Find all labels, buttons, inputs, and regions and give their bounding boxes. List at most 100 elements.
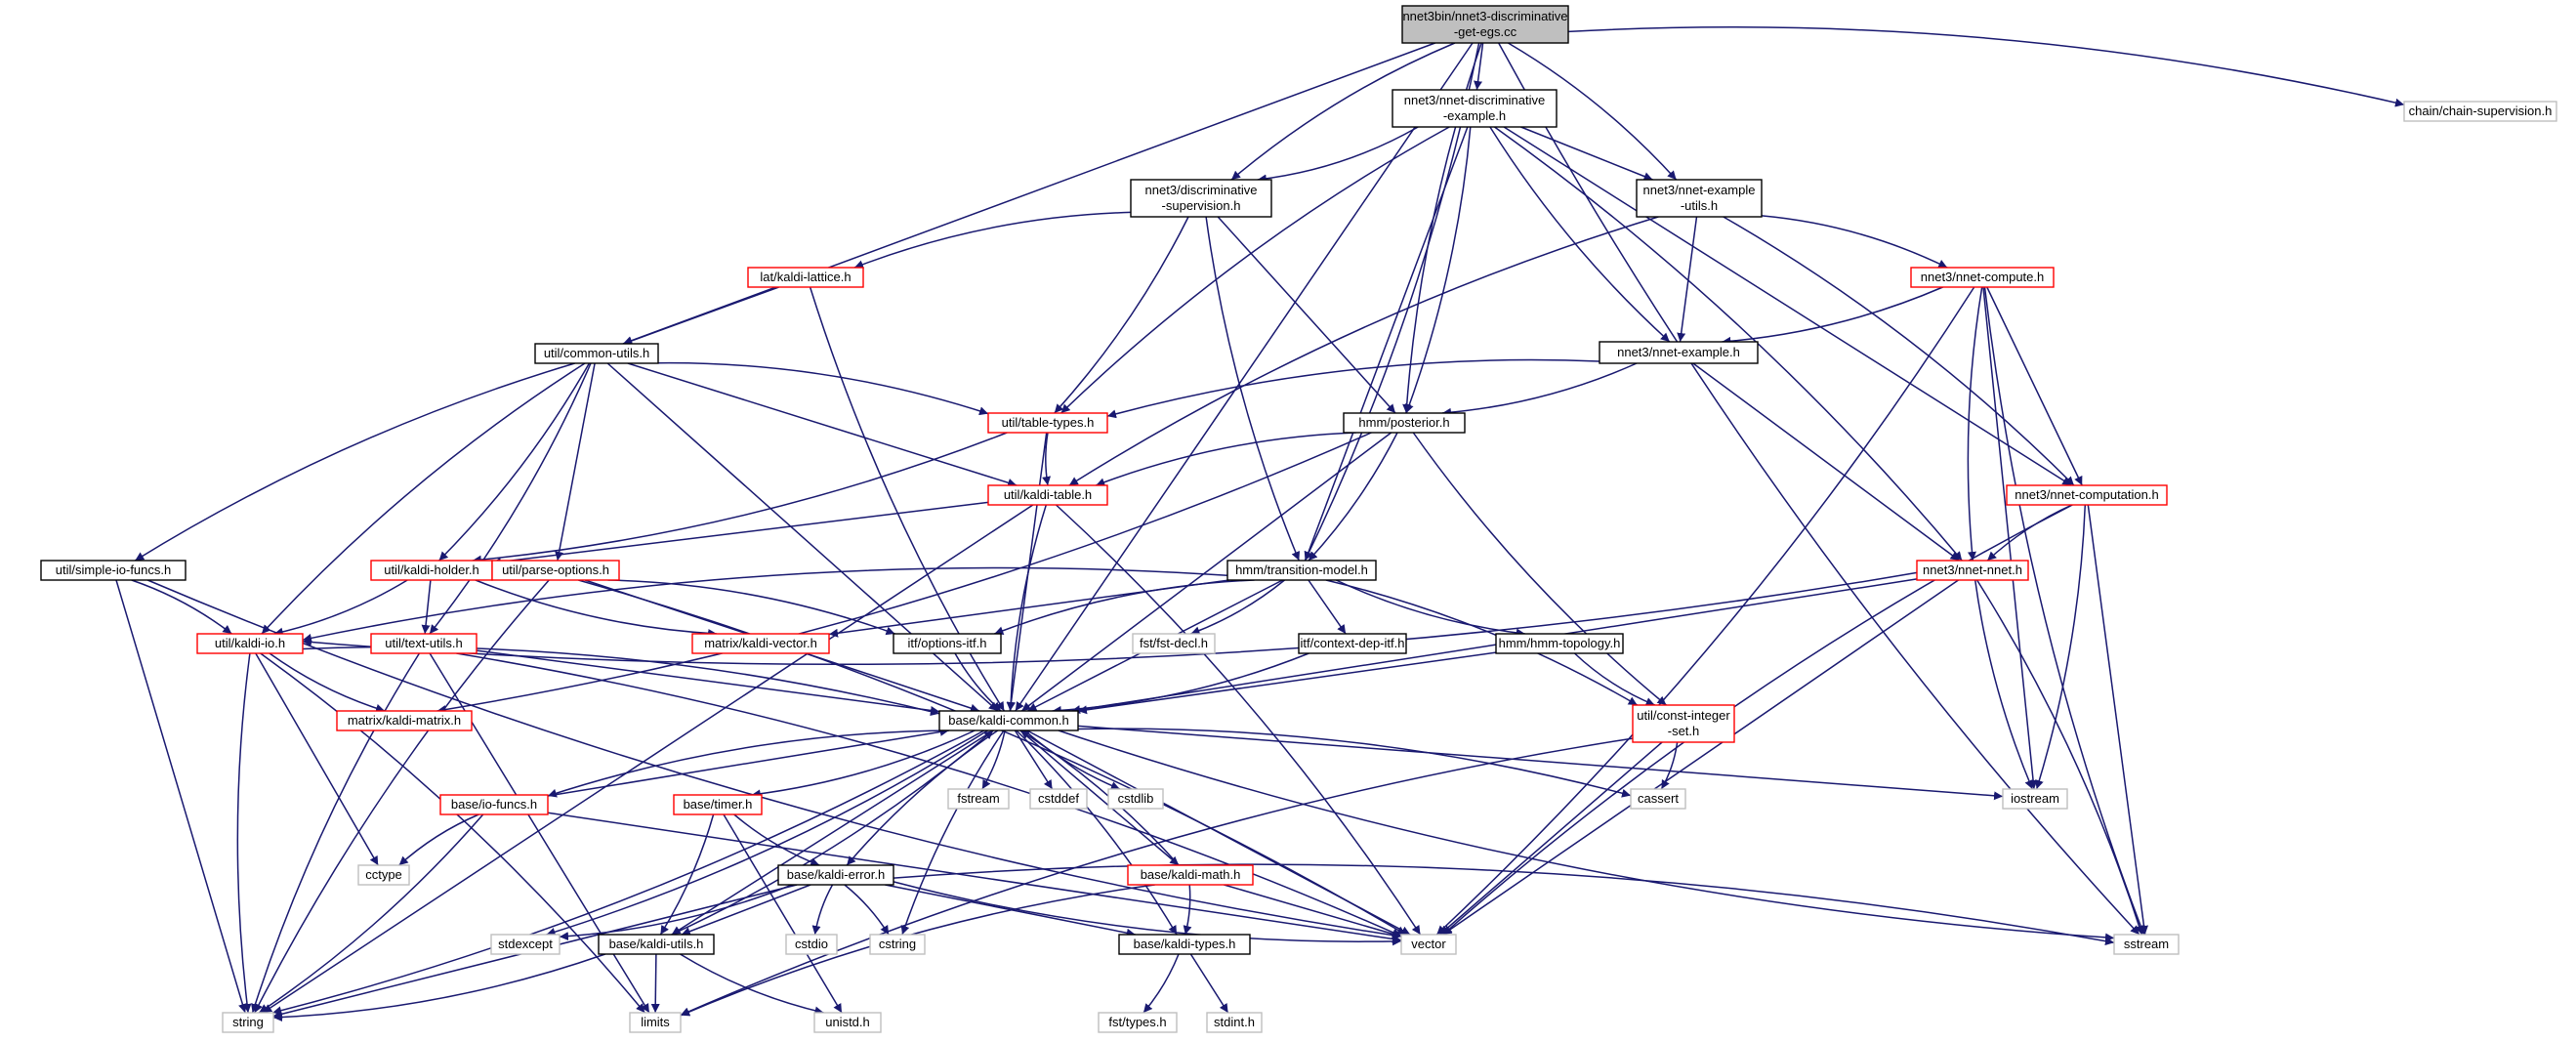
node-cd-box — [1298, 633, 1407, 654]
edge-dsup-to-tm — [1205, 216, 1301, 562]
edge-post-to-tm — [1308, 432, 1398, 562]
node-post[interactable]: hmm/posterior.h — [1343, 412, 1466, 434]
node-ht-box — [1495, 633, 1624, 654]
node-nn-box — [1916, 560, 2029, 581]
node-post-box — [1343, 412, 1466, 434]
edge-post-to-cis — [1412, 432, 1667, 706]
node-kv[interactable]: matrix/kaldi-vector.h — [691, 633, 830, 654]
node-vector: vector — [1400, 934, 1457, 955]
node-ht[interactable]: hmm/hmm-topology.h — [1495, 633, 1624, 654]
edge-kio-to-limits — [260, 652, 645, 1014]
node-po-box — [491, 560, 620, 581]
node-cis-box — [1632, 704, 1735, 743]
node-cstddef-label: cstddef — [1038, 791, 1079, 806]
node-km-label: matrix/kaldi-matrix.h — [348, 713, 461, 728]
edge-ncomputation-to-vector — [1442, 504, 2073, 936]
node-root[interactable]: nnet3bin/nnet3-discriminative-get-egs.cc — [1401, 5, 1569, 44]
edge-root-to-kc — [1015, 42, 1474, 712]
edge-cu-to-kt — [627, 362, 1018, 487]
node-kty[interactable]: base/kaldi-types.h — [1118, 934, 1251, 955]
node-tu[interactable]: util/text-utils.h — [370, 633, 478, 654]
edge-cis-to-vector — [1439, 741, 1663, 936]
node-tm-label: hmm/transition-model.h — [1235, 563, 1368, 577]
node-fd-label: fst/fst-decl.h — [1140, 636, 1208, 650]
node-oi[interactable]: itf/options-itf.h — [893, 633, 1002, 654]
node-kh[interactable]: util/kaldi-holder.h — [370, 560, 493, 581]
edge-ke-to-stdexcept — [559, 884, 793, 941]
node-ncomputation[interactable]: nnet3/nnet-computation.h — [2006, 484, 2168, 506]
edge-nde-to-tt — [1060, 126, 1450, 414]
node-dsup-label: nnet3/discriminative — [1145, 183, 1258, 197]
node-cstdio: cstdio — [785, 934, 838, 955]
node-sstream-label: sstream — [2124, 937, 2169, 951]
node-tu-box — [370, 633, 478, 654]
node-nde-label: -example.h — [1443, 108, 1506, 123]
edge-kt-to-kc — [1006, 504, 1048, 712]
node-oi-label: itf/options-itf.h — [908, 636, 987, 650]
edge-iof-to-cctype — [398, 813, 479, 866]
edge-po-to-oi — [607, 579, 895, 636]
edge-kio-to-cctype — [255, 652, 379, 866]
node-ku[interactable]: base/kaldi-utils.h — [598, 934, 715, 955]
edge-cu-to-kc — [606, 362, 999, 712]
edge-kt-to-kh — [491, 501, 989, 566]
edge-kc-to-iostream — [1077, 725, 2004, 801]
node-ncomp-label: nnet3/nnet-compute.h — [1921, 270, 2044, 284]
edge-ke-to-ku — [681, 884, 811, 936]
node-kc-box — [938, 710, 1079, 731]
edge-post-to-km — [436, 432, 1372, 714]
dependency-edges — [115, 26, 2405, 1022]
node-ncomputation-label: nnet3/nnet-computation.h — [2015, 487, 2158, 502]
node-kt[interactable]: util/kaldi-table.h — [987, 484, 1108, 506]
edge-cu-to-kio — [261, 362, 586, 635]
node-fstream-box — [947, 788, 1010, 810]
edge-kc-to-kty — [1016, 729, 1178, 936]
node-iof[interactable]: base/io-funcs.h — [439, 794, 549, 815]
node-neu[interactable]: nnet3/nnet-example-utils.h — [1636, 179, 1763, 218]
node-nn[interactable]: nnet3/nnet-nnet.h — [1916, 560, 2029, 581]
node-kc[interactable]: base/kaldi-common.h — [938, 710, 1079, 731]
edge-nn-to-kio — [302, 571, 1918, 666]
edge-kc-to-iof — [547, 729, 949, 798]
node-tt[interactable]: util/table-types.h — [987, 412, 1108, 434]
node-tm[interactable]: hmm/transition-model.h — [1226, 560, 1377, 581]
node-dsup-box — [1130, 179, 1272, 218]
edge-kh-to-kv — [475, 579, 718, 638]
node-ku-label: base/kaldi-utils.h — [609, 937, 704, 951]
node-ke[interactable]: base/kaldi-error.h — [777, 864, 894, 886]
node-ne[interactable]: nnet3/nnet-example.h — [1599, 341, 1759, 364]
edge-kt-to-string — [262, 504, 1034, 1014]
node-nde[interactable]: nnet3/nnet-discriminative-example.h — [1392, 89, 1558, 128]
edge-neu-to-kt — [1068, 216, 1659, 486]
edge-kc-to-cstring — [900, 729, 1005, 936]
edge-kty-to-stdint — [1189, 953, 1229, 1014]
node-cis[interactable]: util/const-integer-set.h — [1632, 704, 1735, 743]
node-kmath[interactable]: base/kaldi-math.h — [1127, 864, 1254, 886]
node-cstddef: cstddef — [1029, 788, 1088, 810]
edge-neu-to-ne — [1677, 216, 1698, 343]
node-ku-box — [598, 934, 715, 955]
node-dsup-label: -supervision.h — [1162, 198, 1241, 213]
edge-lat-to-kc — [809, 286, 1006, 712]
node-lat[interactable]: lat/kaldi-lattice.h — [747, 267, 864, 288]
node-sio[interactable]: util/simple-io-funcs.h — [40, 560, 187, 581]
node-kio[interactable]: util/kaldi-io.h — [196, 633, 304, 654]
node-km[interactable]: matrix/kaldi-matrix.h — [336, 710, 473, 731]
node-post-label: hmm/posterior.h — [1358, 415, 1449, 430]
node-cd[interactable]: itf/context-dep-itf.h — [1298, 633, 1407, 654]
node-po[interactable]: util/parse-options.h — [491, 560, 620, 581]
edge-tt-to-kh — [472, 432, 1008, 564]
edge-kio-to-string — [236, 652, 252, 1014]
edge-timer-to-ke — [733, 813, 820, 866]
edge-kc-to-sstream — [1058, 729, 2115, 942]
node-timer[interactable]: base/timer.h — [673, 794, 763, 815]
edge-cu-to-tt — [657, 361, 989, 416]
node-dsup[interactable]: nnet3/discriminative-supervision.h — [1130, 179, 1272, 218]
node-cu[interactable]: util/common-utils.h — [534, 343, 659, 364]
node-chain: chain/chain-supervision.h — [2403, 101, 2557, 122]
edge-tu-to-vector — [456, 652, 1402, 938]
node-cstddef-box — [1029, 788, 1088, 810]
node-ncomp[interactable]: nnet3/nnet-compute.h — [1910, 267, 2055, 288]
edge-ke-to-vector — [893, 881, 1402, 946]
